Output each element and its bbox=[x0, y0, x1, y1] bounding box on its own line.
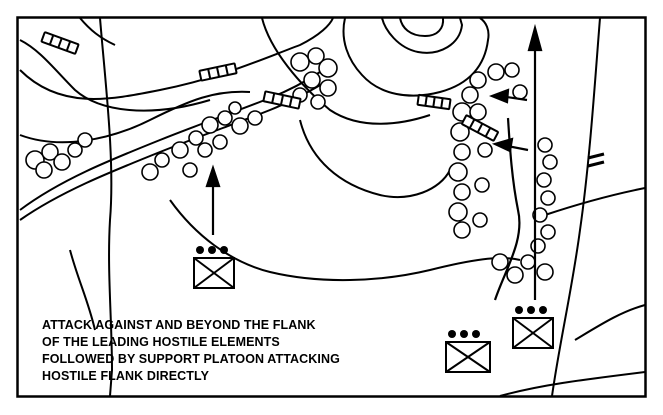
woods-cluster-center bbox=[141, 101, 263, 181]
caption-line-4: HOSTILE FLANK DIRECTLY bbox=[42, 369, 210, 383]
contour-line-8 bbox=[261, 17, 431, 125]
hostile-trench-symbol bbox=[416, 93, 452, 111]
friendly-units bbox=[193, 246, 554, 373]
arrowhead bbox=[205, 164, 221, 188]
hostile-trench-symbol bbox=[40, 31, 80, 55]
caption-line-3: FOLLOWED BY SUPPORT PLATOON ATTACKING bbox=[42, 352, 340, 366]
contour-line-11 bbox=[69, 249, 96, 331]
contour-line-1 bbox=[19, 17, 334, 100]
caption-line-1: ATTACK AGAINST AND BEYOND THE FLANK bbox=[42, 318, 316, 332]
contour-line-12 bbox=[169, 199, 521, 282]
contour-line-7 bbox=[399, 17, 445, 38]
woods-cluster-left bbox=[25, 132, 93, 179]
woods-cluster-right bbox=[448, 62, 558, 284]
contour-line-9 bbox=[299, 119, 451, 199]
attack-arrows bbox=[205, 23, 543, 301]
arrowhead bbox=[491, 137, 514, 153]
contour-line-2 bbox=[19, 39, 211, 112]
contour-line-10 bbox=[99, 17, 114, 397]
infantry-platoon-symbol bbox=[512, 306, 554, 349]
contour-line-15 bbox=[574, 304, 646, 341]
woods-cluster-ridge bbox=[290, 47, 338, 110]
contour-lines bbox=[19, 17, 646, 397]
hostile-trench-symbol bbox=[461, 114, 499, 142]
contour-line-16 bbox=[499, 371, 646, 397]
infantry-platoon-symbol bbox=[445, 330, 491, 373]
contour-line-5 bbox=[342, 17, 490, 97]
contour-line-3 bbox=[79, 17, 116, 46]
arrowhead bbox=[527, 23, 543, 52]
diagram-border bbox=[16, 16, 647, 398]
arrowhead bbox=[488, 88, 510, 104]
hostile-trench-symbol bbox=[262, 90, 302, 110]
diagram-caption: ATTACK AGAINST AND BEYOND THE FLANK OF T… bbox=[42, 317, 402, 385]
contour-line-14 bbox=[544, 187, 646, 216]
hostile-positions bbox=[40, 31, 499, 142]
caption-line-2: OF THE LEADING HOSTILE ELEMENTS bbox=[42, 335, 280, 349]
infantry-platoon-symbol bbox=[193, 246, 235, 289]
road-edge-1 bbox=[19, 71, 321, 211]
woods bbox=[25, 47, 558, 284]
contour-line-4 bbox=[19, 90, 251, 144]
boundary-marker bbox=[587, 152, 605, 168]
hostile-trench-symbol bbox=[198, 62, 238, 82]
contour-line-13 bbox=[551, 17, 601, 397]
contour-line-6 bbox=[381, 17, 464, 54]
